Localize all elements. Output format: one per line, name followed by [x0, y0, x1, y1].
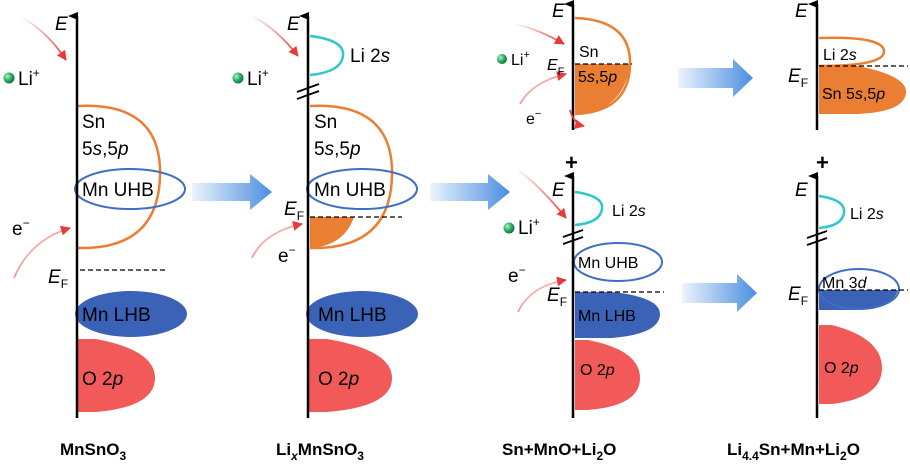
fermi-level-label: EF — [788, 66, 808, 90]
sn-5s5p-band — [574, 16, 632, 116]
energy-axis-label: E — [552, 1, 565, 22]
o2p-label: O 2p — [580, 362, 615, 379]
panel-li44sn: E EF Li 2s Sn 5s,5p — [788, 0, 908, 130]
li-2s-band — [574, 190, 604, 227]
electron-label: e− — [12, 216, 30, 240]
caption-limnsno3: LixMnSnO3 — [276, 440, 364, 463]
axis-break — [806, 230, 828, 239]
fermi-level-label: EF — [547, 285, 567, 309]
electron-injection-curve — [519, 71, 567, 105]
caption-mnsno3: MnSnO3 — [60, 440, 127, 463]
axis-break — [296, 90, 320, 100]
li-ion-label: Li+ — [247, 66, 269, 90]
li-insertion-curve — [515, 23, 565, 45]
sn-orbital-label: Sn 5s,5p — [822, 86, 885, 103]
li-ion-label: Li+ — [511, 49, 530, 69]
energy-axis-label: E — [795, 1, 808, 22]
mn-lhb-band — [75, 291, 187, 337]
electron-transfer-arrow — [569, 109, 585, 130]
o2p-label: O 2p — [82, 369, 123, 390]
plus-sign: + — [816, 150, 829, 175]
transition-arrow-4 — [682, 274, 757, 312]
fermi-level-label: EF — [284, 199, 304, 223]
sn-5s5p-band — [819, 66, 907, 114]
o2p-label: O 2p — [318, 369, 359, 390]
li-ion-icon — [503, 222, 515, 234]
electron-label: e− — [526, 108, 541, 128]
caption-sn-mno-li2o: Sn+MnO+Li2O — [502, 440, 616, 463]
li-ion-icon — [3, 72, 15, 84]
li-ion-icon — [232, 72, 244, 84]
sn-label: Sn — [314, 112, 337, 133]
li-insertion-curve — [21, 17, 67, 61]
mn-lhb-band — [575, 292, 660, 338]
electron-injection-curve — [517, 276, 567, 313]
caption-li44sn-mn-li2o: Li4.4Sn+Mn+Li2O — [727, 440, 860, 463]
li-ion-label: Li+ — [518, 215, 540, 239]
energy-axis-label: E — [795, 180, 808, 201]
panel-mn: E Li 2s EF Mn 3d O 2p Li4.4Sn+Mn+Li2O — [727, 172, 908, 463]
panel-mno: E Li+ Li 2s e− EF Mn UHB Mn LHB O 2p Sn+… — [502, 169, 664, 463]
mn-uhb-label: Mn UHB — [314, 180, 386, 201]
li-2s-label: Li 2s — [350, 46, 391, 67]
sn-label: Sn — [579, 44, 599, 61]
mn-uhb-label: Mn UHB — [578, 255, 638, 272]
filled-states — [575, 64, 630, 114]
li-2s-band — [818, 194, 846, 230]
filled-states — [310, 217, 354, 248]
sn-orbital-label: 5s,5p — [578, 69, 617, 86]
mn-lhb-band — [306, 291, 418, 337]
mn-lhb-label: Mn LHB — [318, 305, 387, 326]
sn-5s5p-band — [309, 104, 394, 250]
panel-mnsno3: E Li+ e− EF Sn 5s,5p Mn UHB Mn LHB O 2p … — [3, 12, 187, 463]
mn-3d-band — [818, 268, 900, 310]
o2p-band — [575, 340, 640, 410]
electron-injection-curve — [251, 220, 303, 259]
panel-sn: E Li+ e− EF Sn 5s,5p — [497, 0, 632, 130]
axis-break — [806, 237, 828, 246]
plus-sign: + — [565, 150, 578, 175]
li-2s-label: Li 2s — [850, 206, 884, 223]
li-insertion-curve — [517, 169, 567, 219]
panel-limnsno3: E Li+ Li 2s e− EF Sn 5s,5p Mn UHB Mn LHB… — [232, 12, 418, 463]
fermi-level-label: EF — [547, 57, 565, 78]
mn-3d-filled — [819, 290, 898, 310]
sn-orbital-label: 5s,5p — [82, 139, 129, 160]
sn-orbital-label: 5s,5p — [314, 139, 361, 160]
electron-injection-curve — [13, 225, 71, 279]
energy-axis-label: E — [55, 14, 68, 35]
o2p-band — [819, 325, 882, 404]
energy-axis-label: E — [552, 180, 565, 201]
mn-3d-label: Mn 3d — [822, 275, 868, 292]
sn-label: Sn — [82, 112, 105, 133]
fermi-level-label: EF — [48, 267, 68, 291]
o2p-band — [309, 339, 392, 412]
sn-5s5p-band — [77, 104, 162, 250]
mn-uhb-label: Mn UHB — [82, 180, 154, 201]
axis-break — [296, 83, 320, 93]
o2p-band — [78, 339, 155, 412]
axis-break — [562, 236, 584, 245]
li-2s-band — [309, 34, 345, 77]
li-insertion-curve — [251, 15, 299, 57]
li-ion-icon — [497, 54, 507, 64]
li-2s-label: Li 2s — [823, 47, 857, 64]
li-2s-band — [818, 36, 886, 68]
transition-arrow-2 — [430, 174, 510, 210]
fermi-level-label: EF — [788, 284, 808, 308]
axis-break — [562, 229, 584, 238]
electron-label: e− — [508, 263, 526, 287]
energy-axis-label: E — [287, 14, 300, 35]
mn-lhb-label: Mn LHB — [578, 308, 636, 325]
transition-arrow-3 — [678, 59, 753, 97]
li-2s-label: Li 2s — [612, 203, 646, 220]
transition-arrow-1 — [192, 174, 272, 210]
mn-uhb-band — [74, 168, 186, 210]
electron-label: e− — [278, 243, 296, 267]
li-ion-label: Li+ — [18, 66, 40, 90]
o2p-label: O 2p — [824, 360, 859, 377]
mn-lhb-label: Mn LHB — [82, 305, 151, 326]
